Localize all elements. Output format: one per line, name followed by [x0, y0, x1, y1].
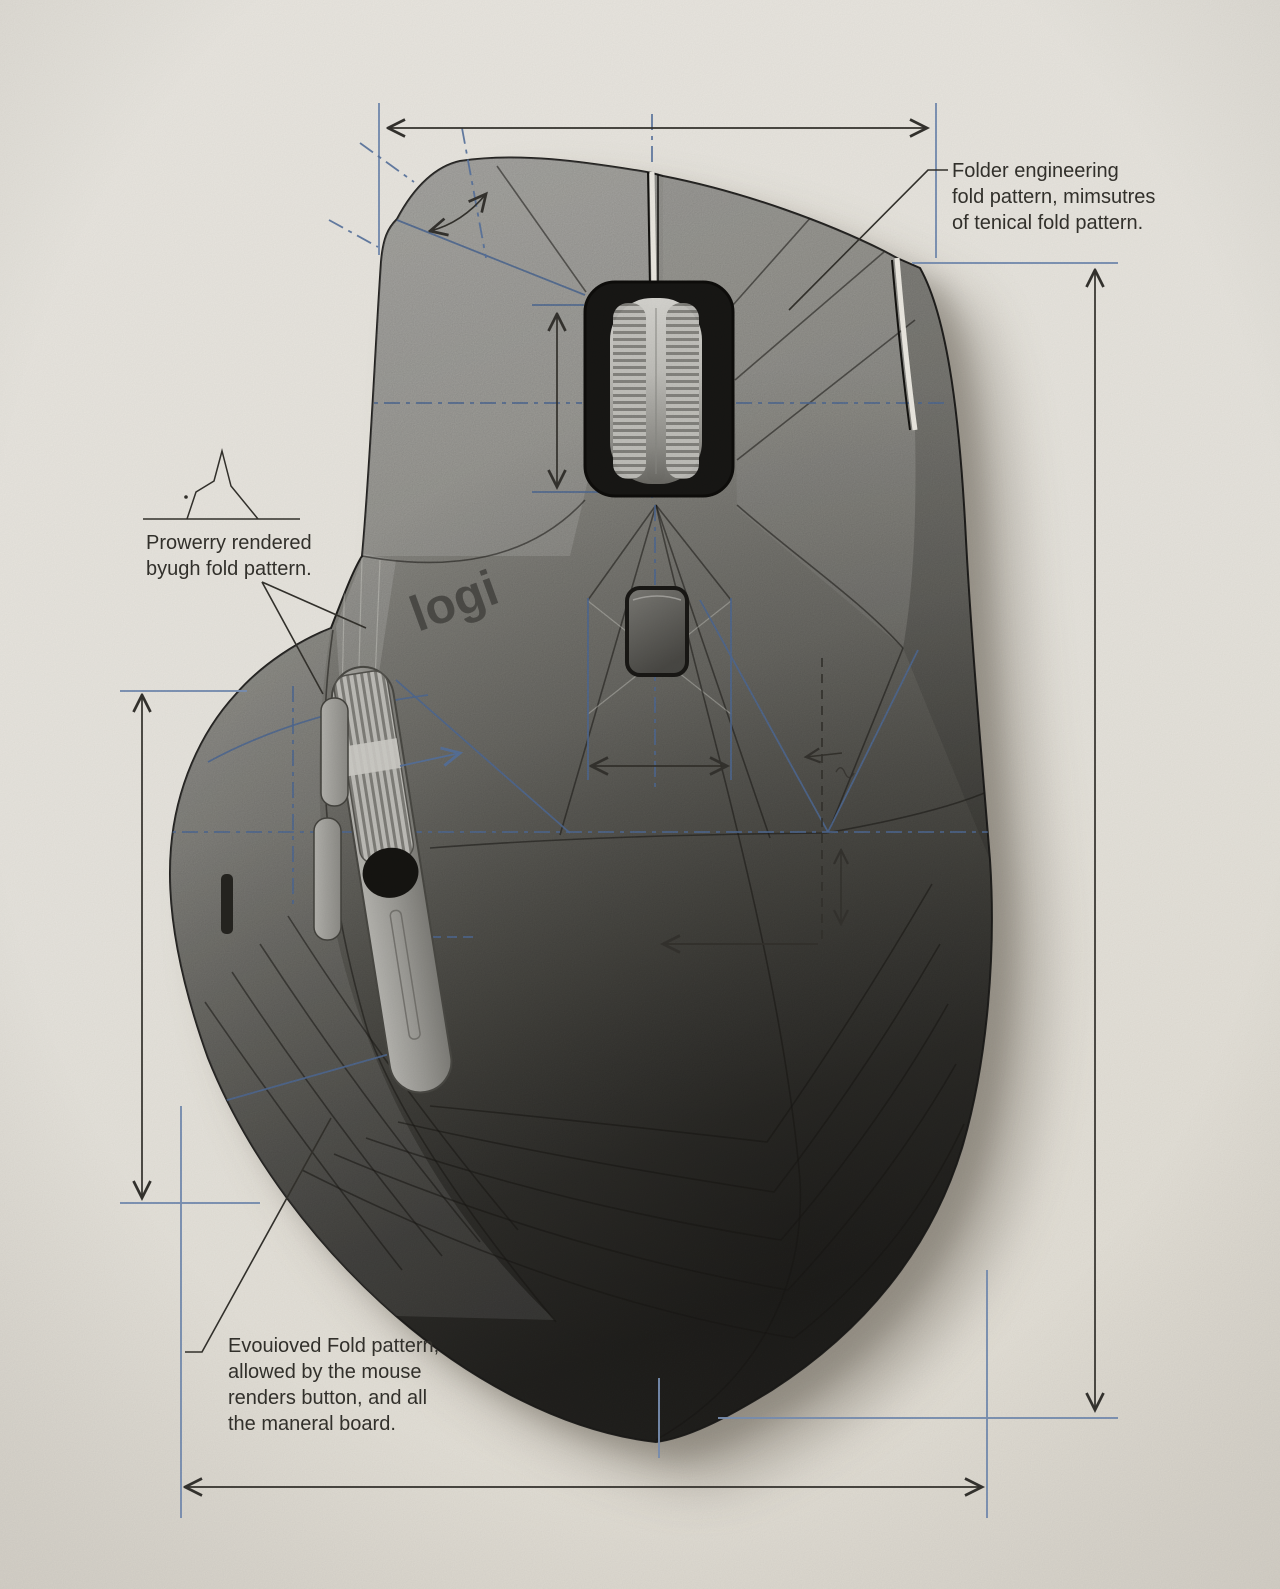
- drawing-canvas: logi: [0, 0, 1280, 1589]
- paper-grain: [0, 0, 1280, 1589]
- blueprint-illustration: logi: [0, 0, 1280, 1589]
